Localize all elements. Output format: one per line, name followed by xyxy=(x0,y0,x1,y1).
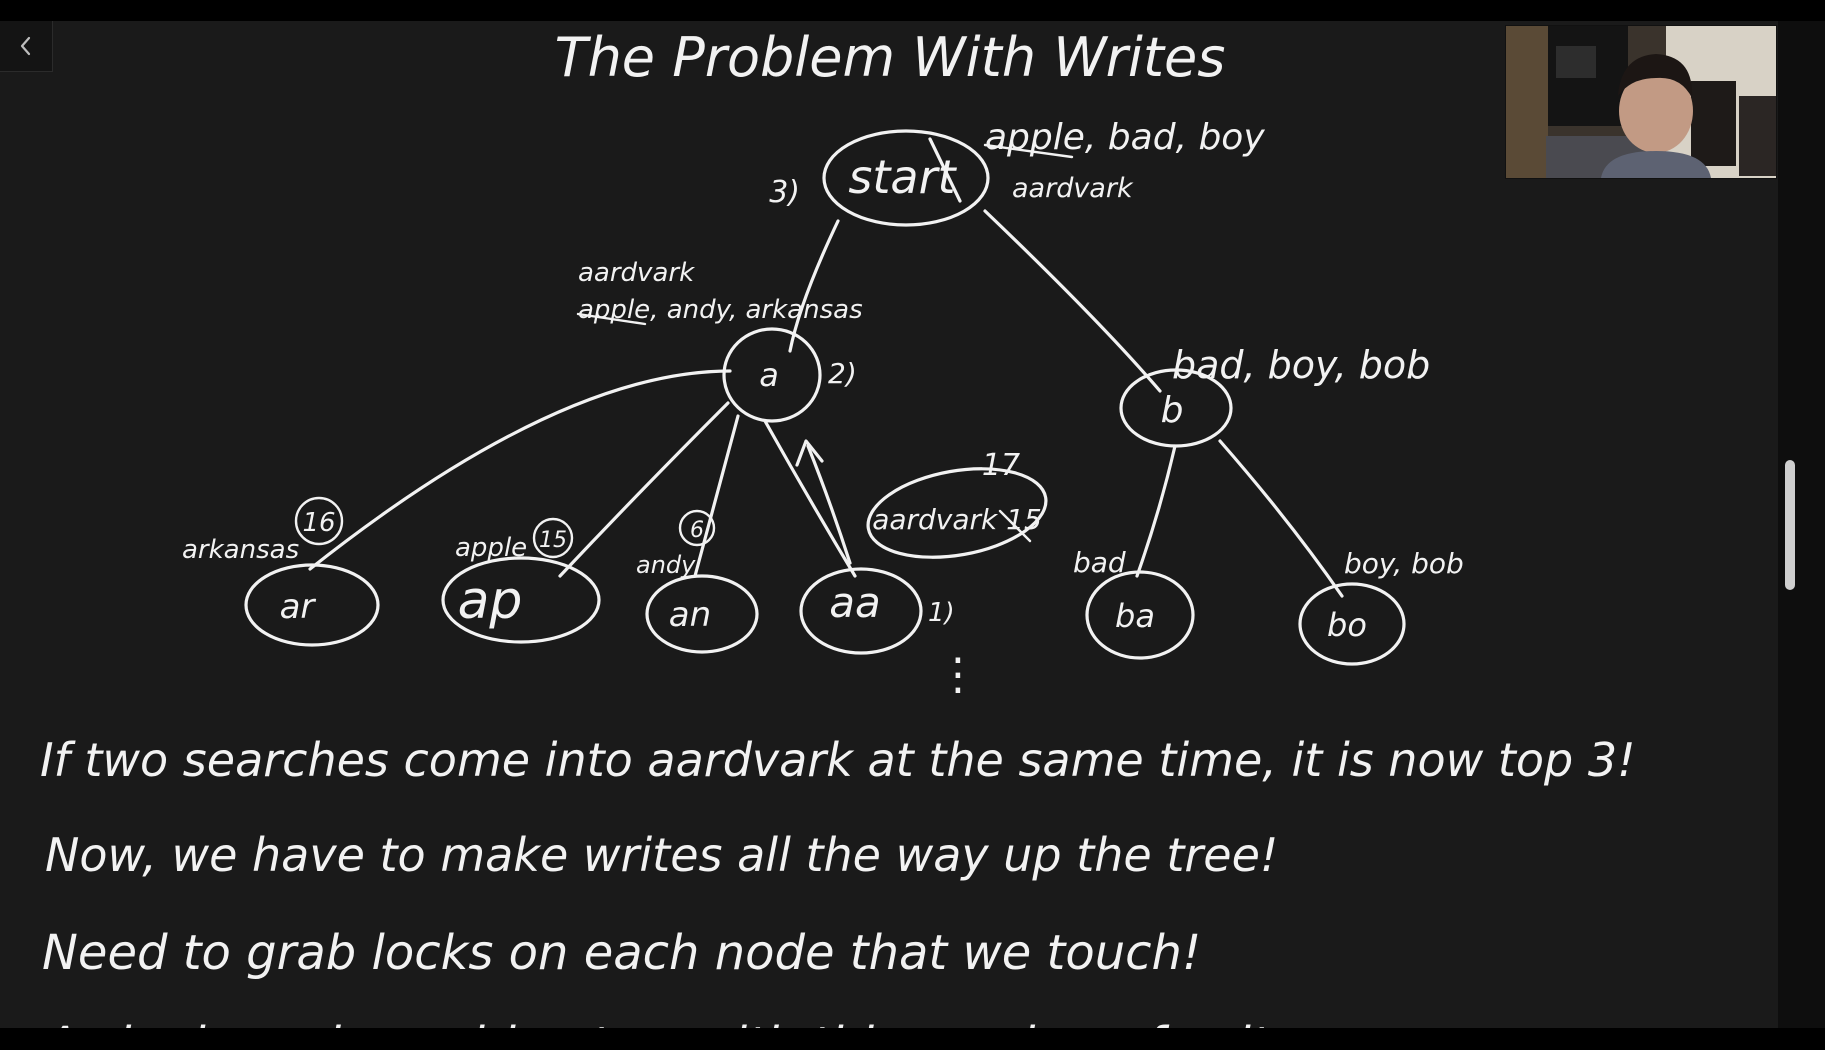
leaf-an-word: andy xyxy=(636,551,696,579)
write-up-arrowhead xyxy=(795,439,824,467)
leaf-ap-count-circle xyxy=(532,517,574,559)
node-b-top-words: bad, boy, bob xyxy=(1172,343,1430,387)
top-bar xyxy=(0,0,1825,21)
edge-a-ar xyxy=(308,369,732,571)
edge-note-line1: aardvark xyxy=(578,258,695,288)
webcam-presenter-image xyxy=(1506,26,1776,178)
edge-root-b xyxy=(983,209,1162,393)
aardvark-count-strike xyxy=(998,509,1032,543)
slide-title: The Problem With Writes xyxy=(555,26,1226,89)
root-node-label: start xyxy=(848,150,957,204)
root-node-outline xyxy=(822,129,990,227)
aardvark-bubble-text: aardvark 15 xyxy=(872,503,1042,536)
leaf-aa-label: aa xyxy=(829,578,880,627)
scrollbar-thumb[interactable] xyxy=(1785,460,1795,590)
webcam-overlay xyxy=(1505,25,1777,179)
whiteboard-canvas: The Problem With Writes start 3) apple, … xyxy=(0,21,1778,1028)
root-node-count: 3) xyxy=(769,175,800,210)
root-apple-strike xyxy=(983,143,1074,159)
leaf-ap-count: 15 xyxy=(539,528,567,553)
leaf-ap-outline xyxy=(441,556,601,644)
aardvark-bubble-outline xyxy=(866,467,1048,559)
leaf-an-outline xyxy=(645,574,759,654)
leaf-ba-word: bad xyxy=(1073,546,1126,579)
edge-note-apple-strike xyxy=(576,312,647,326)
root-replacement-word: aardvark xyxy=(1012,173,1134,204)
leaf-an-label: an xyxy=(669,595,711,635)
leaf-ap-word: apple xyxy=(455,533,527,563)
note-line-3: Need to grab locks on each node that we … xyxy=(42,925,1201,981)
leaf-ar-word: arkansas xyxy=(182,535,299,565)
chevron-left-icon xyxy=(20,36,31,56)
leaf-ar-label: ar xyxy=(280,587,317,627)
edge-b-ba xyxy=(1135,444,1177,578)
edge-root-a xyxy=(788,219,840,353)
node-a-label: a xyxy=(759,356,779,394)
leaf-ar-count: 16 xyxy=(302,508,335,538)
leaf-bo-label: bo xyxy=(1327,606,1367,644)
node-a-outline xyxy=(722,327,822,423)
edge-a-ap xyxy=(558,401,730,578)
bottom-bar xyxy=(0,1028,1825,1050)
edge-a-aa xyxy=(763,419,857,578)
leaf-bo-outline xyxy=(1298,582,1406,666)
leaf-bo-word: boy, bob xyxy=(1344,547,1464,580)
node-b-label: b xyxy=(1161,390,1184,431)
aardvark-bubble-count: 17 xyxy=(982,448,1020,483)
whiteboard-drawing: The Problem With Writes start 3) apple, … xyxy=(40,26,1636,1028)
write-up-arrow xyxy=(806,444,852,565)
leaf-ba-outline xyxy=(1085,570,1195,660)
note-line-4: A single node could get so with this num… xyxy=(42,1017,1324,1028)
tree-ellipsis: ⋮ xyxy=(936,649,980,700)
node-a-count: 2) xyxy=(828,357,857,390)
leaf-ar-outline xyxy=(244,563,380,647)
back-button[interactable] xyxy=(0,21,53,72)
edge-b-bo xyxy=(1218,439,1344,598)
leaf-aa-count: 1) xyxy=(928,598,955,628)
note-line-1: If two searches come into aardvark at th… xyxy=(40,733,1636,787)
leaf-ar-count-circle xyxy=(294,496,344,546)
note-line-2: Now, we have to make writes all the way … xyxy=(45,828,1278,882)
leaf-ba-label: ba xyxy=(1115,597,1155,635)
leaf-aa-outline xyxy=(799,567,923,655)
leaf-an-count: 6 xyxy=(690,518,704,543)
root-node-strike xyxy=(928,137,962,203)
edge-a-an xyxy=(693,414,740,578)
leaf-an-count-circle xyxy=(678,509,716,547)
leaf-ap-label: ap xyxy=(458,571,523,631)
